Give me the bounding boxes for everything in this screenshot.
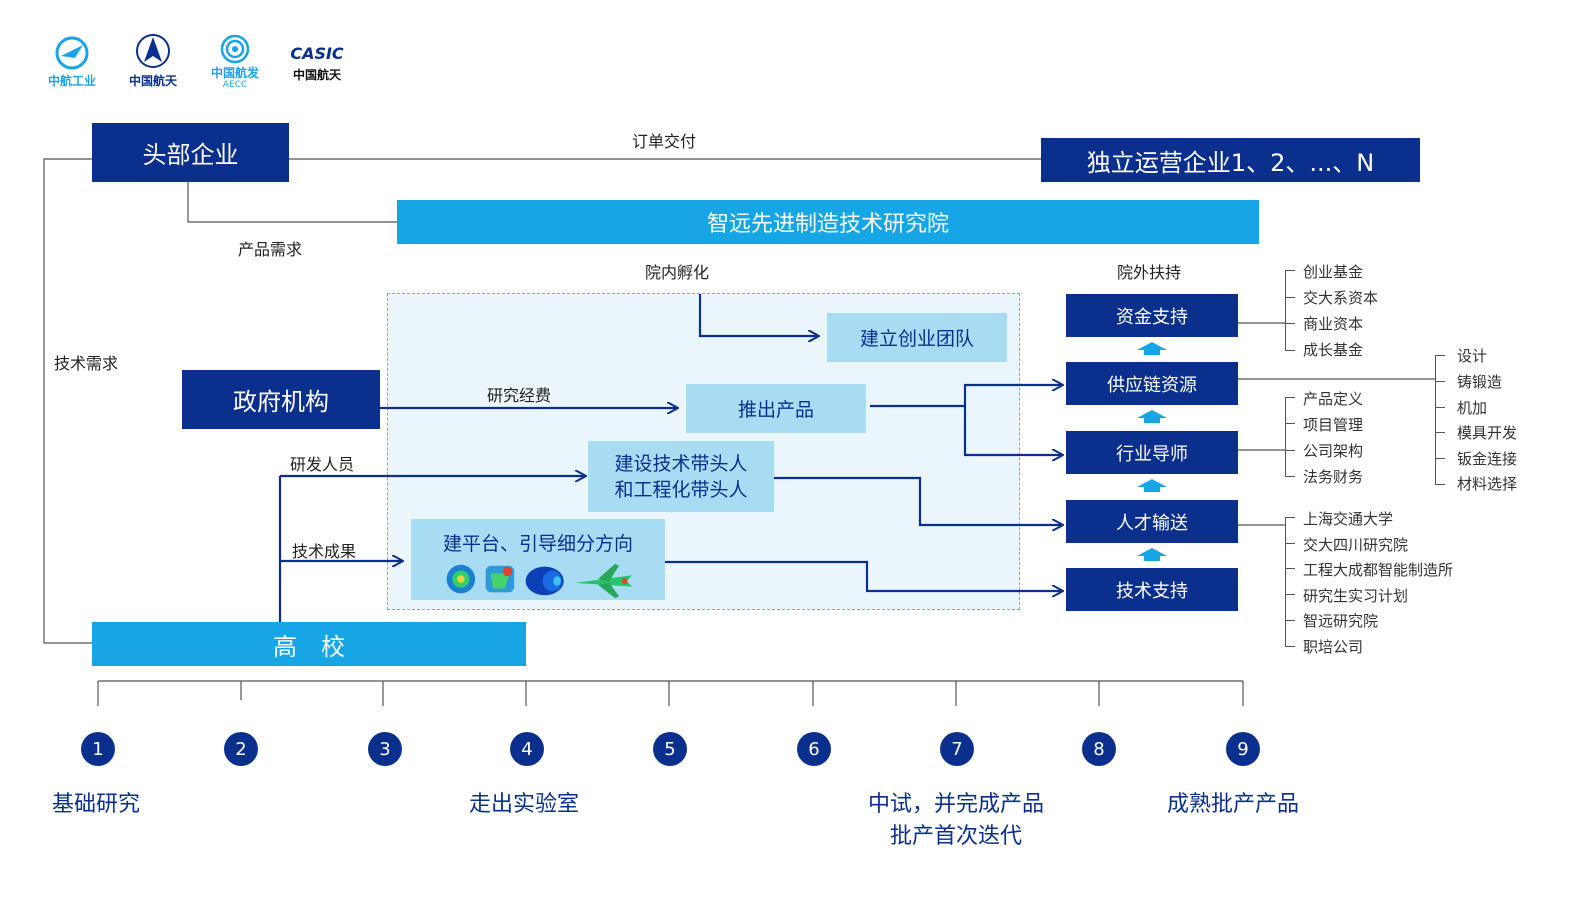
timeline-step: 9 bbox=[1226, 732, 1260, 766]
logo-casc: 中国航天 bbox=[128, 32, 178, 89]
logo-casc-text: 中国航天 bbox=[128, 74, 177, 88]
timeline-step: 8 bbox=[1082, 732, 1116, 766]
up-arrow-icon bbox=[1137, 342, 1167, 355]
funding-item: 商业资本 bbox=[1303, 315, 1364, 333]
supply-bracket bbox=[1435, 355, 1436, 484]
mentor-bracket bbox=[1285, 397, 1286, 477]
mentor-item: 产品定义 bbox=[1303, 390, 1364, 408]
tech-leader-line1: 建设技术带头人 bbox=[614, 452, 748, 475]
funding-item: 交大系资本 bbox=[1303, 289, 1379, 307]
institute-box: 智远先进制造技术研究院 bbox=[397, 200, 1259, 244]
stage-basic-research: 基础研究 bbox=[52, 792, 141, 817]
timeline-step: 6 bbox=[797, 732, 831, 766]
label-research-funds: 研究经费 bbox=[487, 386, 552, 405]
supply-item: 机加 bbox=[1457, 399, 1488, 417]
timeline-step: 7 bbox=[940, 732, 974, 766]
supply-chain-box: 供应链资源 bbox=[1066, 362, 1238, 405]
mentor-item: 项目管理 bbox=[1303, 416, 1364, 434]
logo-aecc-sub: AECC bbox=[222, 80, 248, 90]
gear-model-icon bbox=[485, 565, 515, 593]
logo-avic: 中航工业 bbox=[48, 36, 96, 89]
up-arrow-icon bbox=[1137, 479, 1167, 492]
startup-team-box: 建立创业团队 bbox=[827, 313, 1007, 362]
supply-item: 钣金连接 bbox=[1457, 450, 1518, 468]
head-enterprise-box: 头部企业 bbox=[92, 123, 289, 182]
label-support-outside: 院外扶持 bbox=[1117, 263, 1182, 282]
label-tech-results: 技术成果 bbox=[292, 542, 357, 561]
independent-enterprise-box: 独立运营企业1、2、...、N bbox=[1041, 138, 1420, 182]
timeline-step: 2 bbox=[224, 732, 258, 766]
funding-item: 成长基金 bbox=[1303, 341, 1364, 359]
jet-icon bbox=[575, 563, 633, 599]
talent-item: 智远研究院 bbox=[1303, 612, 1379, 630]
government-box: 政府机构 bbox=[182, 370, 380, 429]
platform-title: 建平台、引导细分方向 bbox=[442, 533, 633, 555]
timeline-step: 4 bbox=[510, 732, 544, 766]
logo-casic: CASIC 中国航天 bbox=[286, 34, 348, 83]
label-tech-demand: 技术需求 bbox=[54, 354, 119, 373]
up-arrow-icon bbox=[1137, 410, 1167, 423]
casc-logo-icon bbox=[136, 34, 170, 68]
timeline-step: 1 bbox=[81, 732, 115, 766]
up-arrow-icon bbox=[1137, 548, 1167, 561]
talent-bracket bbox=[1285, 517, 1286, 646]
talent-item: 上海交通大学 bbox=[1303, 510, 1394, 528]
mentor-item: 公司架构 bbox=[1303, 442, 1364, 460]
stage-out-of-lab: 走出实验室 bbox=[469, 792, 580, 817]
label-rd-staff: 研发人员 bbox=[290, 455, 355, 474]
funding-item: 创业基金 bbox=[1303, 263, 1364, 281]
launch-product-box: 推出产品 bbox=[686, 384, 866, 433]
logo-aecc-text: 中国航发 bbox=[210, 66, 259, 80]
label-incubation-inside: 院内孵化 bbox=[645, 263, 710, 282]
stage-pilot: 中试，并完成产品 批产首次迭代 bbox=[856, 789, 1056, 853]
logo-aecc: 中国航发 AECC bbox=[200, 34, 270, 90]
funding-box: 资金支持 bbox=[1066, 294, 1238, 337]
supply-item: 模具开发 bbox=[1457, 424, 1518, 442]
aecc-logo-icon bbox=[220, 34, 250, 64]
supply-item: 设计 bbox=[1457, 347, 1488, 365]
stage-pilot-line1: 中试，并完成产品 bbox=[867, 792, 1044, 817]
timeline-step: 3 bbox=[368, 732, 402, 766]
talent-item: 研究生实习计划 bbox=[1303, 587, 1409, 605]
university-box: 高 校 bbox=[92, 622, 526, 666]
tech-leader-box: 建设技术带头人 和工程化带头人 bbox=[588, 441, 774, 512]
stage-mature: 成熟批产产品 bbox=[1167, 792, 1300, 817]
supply-item: 铸锻造 bbox=[1457, 373, 1503, 391]
label-order-delivery: 订单交付 bbox=[632, 132, 697, 151]
avic-logo-icon bbox=[55, 36, 89, 70]
talent-item: 职培公司 bbox=[1303, 638, 1364, 656]
tech-leader-line2: 和工程化带头人 bbox=[614, 478, 748, 501]
talent-item: 交大四川研究院 bbox=[1303, 536, 1409, 554]
mentor-item: 法务财务 bbox=[1303, 468, 1364, 486]
turbine-icon bbox=[446, 564, 476, 594]
mentor-box: 行业导师 bbox=[1066, 431, 1238, 474]
stage-pilot-line2: 批产首次迭代 bbox=[889, 824, 1022, 849]
engine-icon bbox=[525, 566, 564, 596]
talent-box: 人才输送 bbox=[1066, 500, 1238, 543]
platform-box: 建平台、引导细分方向 bbox=[411, 519, 665, 600]
timeline-step: 5 bbox=[653, 732, 687, 766]
logo-casic-mark: CASIC bbox=[290, 44, 344, 63]
logo-avic-text: 中航工业 bbox=[48, 74, 97, 88]
funding-bracket bbox=[1285, 270, 1286, 351]
talent-item: 工程大成都智能制造所 bbox=[1303, 561, 1454, 579]
logo-casic-text: 中国航天 bbox=[292, 68, 341, 82]
label-product-demand: 产品需求 bbox=[238, 240, 303, 259]
platform-images bbox=[446, 563, 633, 599]
supply-item: 材料选择 bbox=[1457, 475, 1518, 493]
tech-support-box: 技术支持 bbox=[1066, 568, 1238, 611]
